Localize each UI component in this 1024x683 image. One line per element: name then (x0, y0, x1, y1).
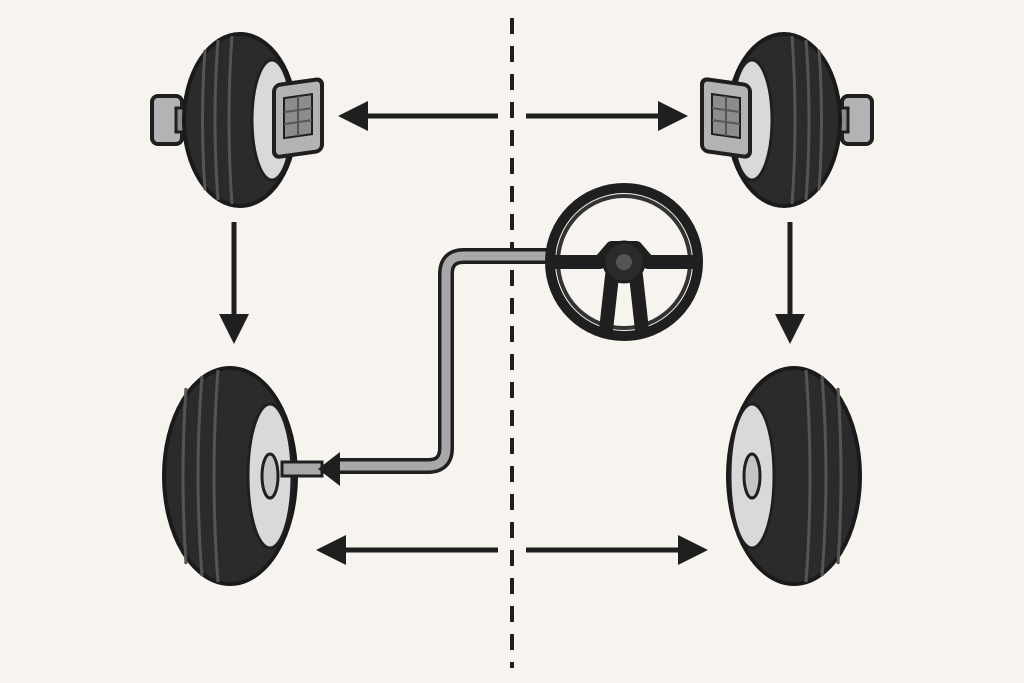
front-right-alignment-sensor (700, 77, 752, 159)
steering-wheel-icon (545, 183, 703, 341)
rear-right-wheel (726, 366, 862, 586)
front-left-wheel (150, 32, 298, 208)
steering-shaft-arrow (318, 452, 340, 486)
rear-left-wheel (162, 366, 298, 586)
front-left-alignment-sensor (272, 77, 324, 159)
steering-shaft (280, 248, 556, 486)
